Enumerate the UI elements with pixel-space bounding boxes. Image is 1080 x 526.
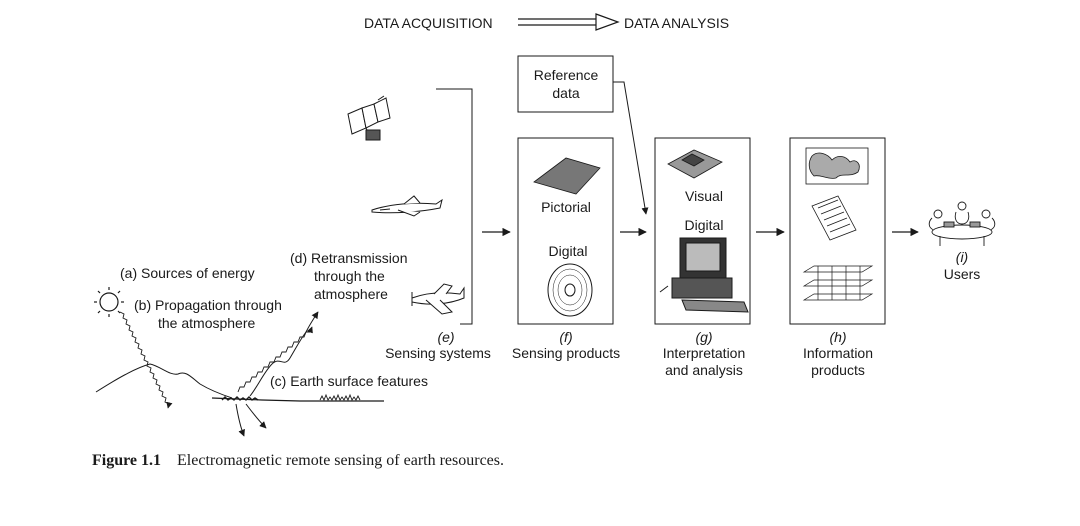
propeller-plane-icon [411,283,465,315]
satellite-icon [347,95,391,141]
incoming-radiation-path [119,311,173,409]
data-grid-icon [802,265,874,301]
reference-data-box [517,55,614,113]
absorbed-arrow-1 [235,403,245,437]
label-retransmission-line1: (d) Retransmission [290,250,407,266]
users-meeting-icon [928,201,996,246]
cd-disc-icon [547,263,593,317]
sensing-systems-bracket [436,88,473,325]
stage-g-name-line2: and analysis [665,362,743,378]
reference-data-line2: data [552,85,579,101]
label-propagation-line2: the atmosphere [158,315,255,331]
earth-surface [211,397,384,402]
figure-number: Figure 1.1 [92,452,162,469]
sun-icon [94,287,124,317]
stage-e-name: Sensing systems [385,345,491,361]
pictorial-image-icon [533,157,601,195]
terrain-mountains [95,363,233,399]
vegetation-texture [319,393,361,402]
stage-g-name-line1: Interpretation [663,345,746,361]
stage-h-letter: (h) [829,329,846,345]
terrain-model-icon [667,149,723,179]
figure-caption-text: Electromagnetic remote sensing of earth … [177,452,505,469]
reflected-radiation-path [237,326,313,393]
label-earth-surface: (c) Earth surface features [270,373,428,389]
double-arrow-icon [518,13,620,31]
stage-h-name-line2: products [811,362,865,378]
label-propagation-line1: (b) Propagation through [134,297,282,313]
stage-f-letter: (f) [559,329,572,345]
label-retransmission-line3: atmosphere [314,286,388,302]
stage-i-name: Users [944,266,981,282]
thematic-map-icon [805,147,869,185]
analysis-digital-label: Digital [685,217,724,233]
stage-h-name-line1: Information [803,345,873,361]
header-data-analysis: DATA ANALYSIS [624,15,729,31]
label-retransmission-line2: through the [314,268,385,284]
pictorial-label: Pictorial [541,199,591,215]
earth-surface-texture [221,396,259,401]
emitted-radiation-path [249,311,319,397]
absorbed-arrow-2 [245,403,267,429]
figure-caption: Figure 1.1 Electromagnetic remote sensing… [92,452,504,470]
stage-g-letter: (g) [695,329,712,345]
arrow-reference-to-g [613,81,649,215]
stage-e-letter: (e) [437,329,454,345]
header-data-acquisition: DATA ACQUISITION [364,15,493,31]
reference-data-line1: Reference [534,67,599,83]
label-sources-of-energy: (a) Sources of energy [120,265,255,281]
product-digital-label: Digital [549,243,588,259]
stage-f-name: Sensing products [512,345,620,361]
visual-label: Visual [685,188,723,204]
report-document-icon [811,195,857,241]
computer-workstation-icon [659,237,749,313]
jet-aircraft-icon [371,195,443,217]
stage-i-letter: (i) [956,249,968,265]
